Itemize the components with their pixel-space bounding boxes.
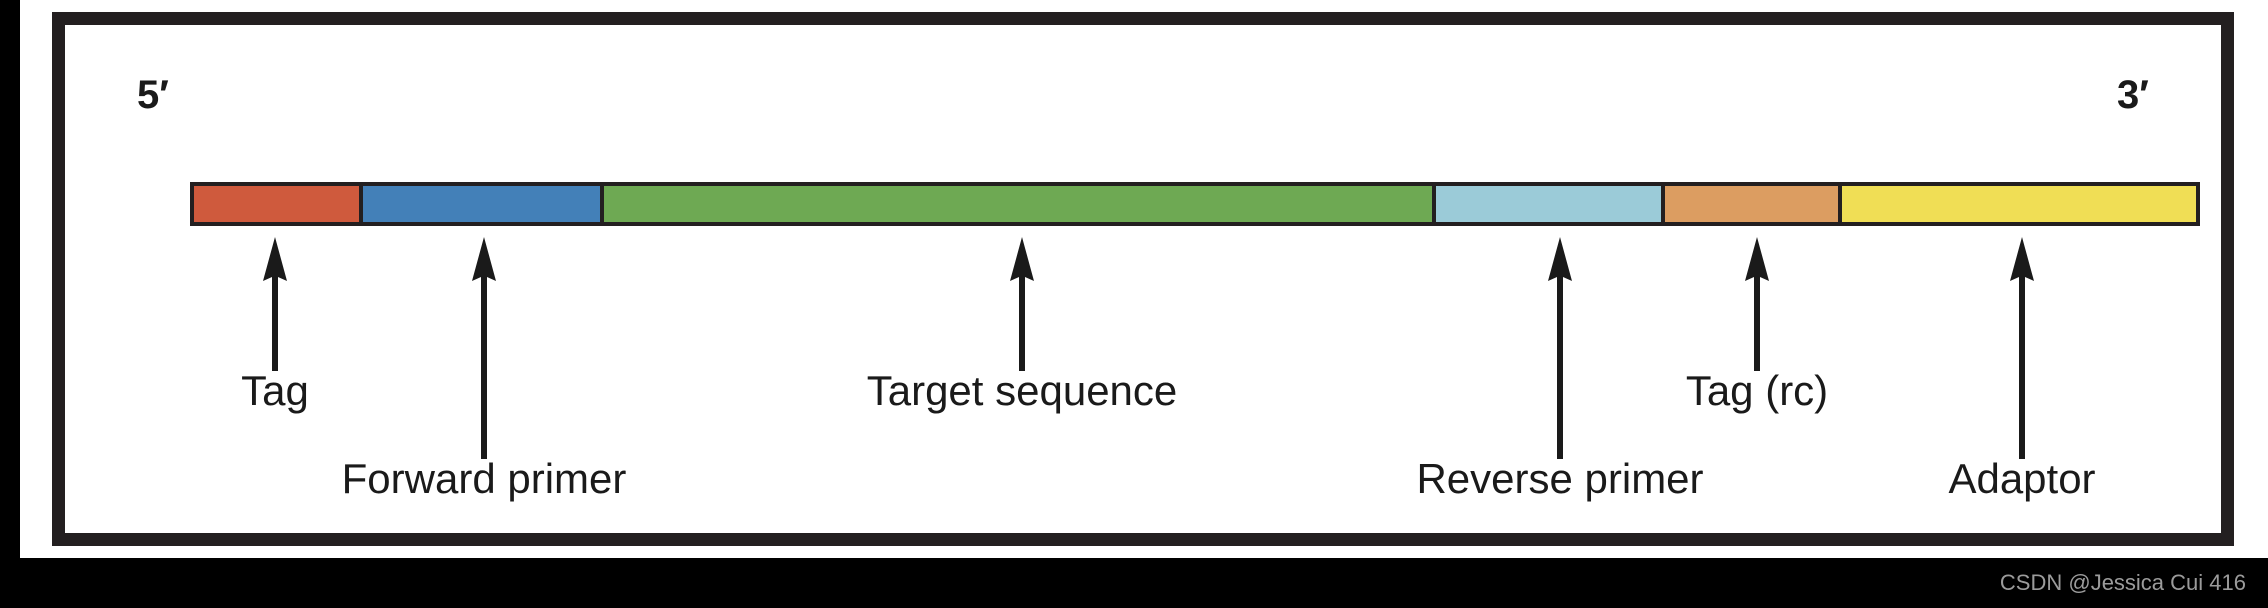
bar-segment-forward-primer: [363, 186, 605, 222]
arrow-icon-target-sequence: [1005, 237, 1039, 371]
bar-segment-tag-rc: [1665, 186, 1843, 222]
watermark: CSDN @Jessica Cui 416: [1999, 570, 2246, 595]
three-prime-end-label: 3′: [2117, 73, 2149, 117]
annotation-label-reverse-primer: Reverse primer: [1416, 455, 1704, 502]
arrow-icon-tag: [258, 237, 292, 371]
bar-segment-target-sequence: [604, 186, 1437, 222]
bar-segment-adaptor: [1842, 186, 2196, 222]
annotation-label-forward-primer: Forward primer: [341, 455, 627, 502]
arrow-icon-adaptor: [2005, 237, 2039, 459]
arrow-icon-forward-primer: [467, 237, 501, 459]
bar-segment-reverse-primer: [1436, 186, 1666, 222]
arrow-icon-tag-rc: [1740, 237, 1774, 371]
annotation-label-target-sequence: Target sequence: [866, 367, 1178, 414]
annotation-label-tag: Tag: [241, 367, 309, 414]
annotation-label-tag-rc: Tag (rc): [1685, 367, 1829, 414]
five-prime-end-label: 5′: [137, 73, 169, 117]
arrow-icon-reverse-primer: [1543, 237, 1577, 459]
annotation-label-adaptor: Adaptor: [1948, 455, 2096, 502]
bar-segment-tag: [194, 186, 364, 222]
construct-bar: [190, 182, 2200, 226]
